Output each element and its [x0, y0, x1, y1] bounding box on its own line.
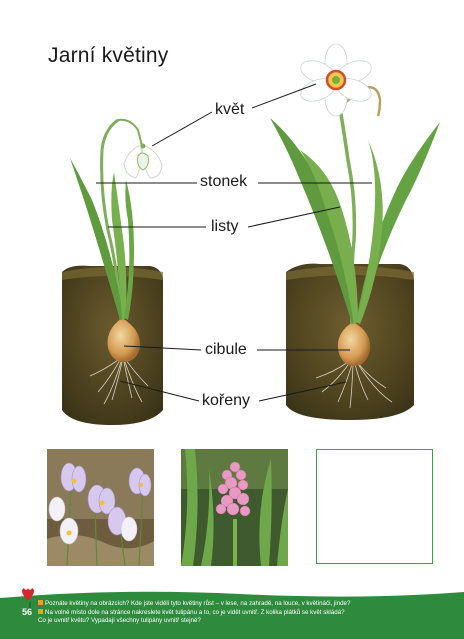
label-flower: květ: [213, 101, 246, 119]
footer-line-3: Co je uvnitř květu? Vypadají všechny tul…: [38, 617, 201, 624]
label-stem: stonek: [198, 173, 249, 191]
label-leaves: listy: [209, 218, 241, 236]
bullet-icon: [38, 609, 45, 616]
crocus-photo: [47, 449, 154, 566]
page-number: 56: [22, 607, 32, 617]
hyacinth-photo: [181, 449, 288, 566]
label-bulb: cibule: [203, 341, 249, 359]
drawing-box: [316, 449, 433, 564]
daffodil-flower: [298, 44, 375, 116]
footer-line-2: Na volné místo dole na stránce nakreslet…: [45, 609, 345, 616]
footer-questions: Poznáte květiny na obrázcích? Kde jste v…: [38, 600, 458, 626]
bullet-icon: [38, 600, 45, 607]
snowdrop-flower: [124, 144, 162, 179]
label-roots: kořeny: [200, 392, 252, 410]
footer-line-1: Poznáte květiny na obrázcích? Kde jste v…: [45, 600, 350, 607]
